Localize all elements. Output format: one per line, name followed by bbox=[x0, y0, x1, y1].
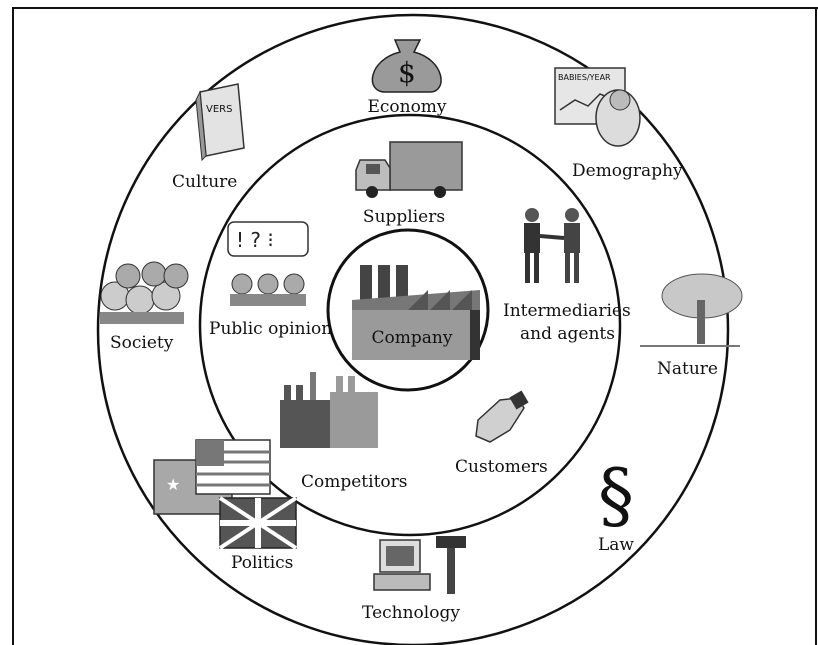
chart-baby-icon: BABIES/YEAR bbox=[554, 67, 641, 147]
competitors-label: Competitors bbox=[301, 472, 408, 492]
hand-icon bbox=[475, 390, 529, 443]
money-bag-icon: $ bbox=[371, 39, 442, 93]
book-title: VERS bbox=[206, 104, 232, 115]
money-bag-symbol: $ bbox=[398, 56, 416, 89]
technology-label: Technology bbox=[362, 603, 460, 623]
intermediaries-label-line2: and agents bbox=[520, 324, 615, 344]
speech-bubbles-icon: ! ? ⁝ bbox=[227, 221, 309, 257]
svg-text:★: ★ bbox=[166, 475, 180, 494]
crowd-people-icon bbox=[230, 273, 306, 306]
truck-icon bbox=[355, 141, 463, 198]
tree-icon bbox=[640, 273, 743, 347]
culture-label: Culture bbox=[172, 172, 237, 192]
flags-icon: ★ bbox=[153, 439, 298, 550]
competitor-factories-icon bbox=[280, 372, 378, 448]
chart-caption: BABIES/YEAR bbox=[558, 73, 611, 82]
svg-text:! ? ⁝: ! ? ⁝ bbox=[236, 228, 274, 252]
inner-ring bbox=[326, 228, 490, 392]
computer-icon bbox=[373, 539, 431, 591]
company-label: Company bbox=[372, 328, 453, 348]
book-icon: VERS bbox=[195, 83, 245, 162]
nature-label: Nature bbox=[657, 359, 718, 379]
politics-label: Politics bbox=[231, 553, 293, 573]
factory-icon bbox=[352, 265, 480, 360]
outer-ring bbox=[96, 13, 730, 645]
public-opinion-label: Public opinion bbox=[209, 319, 332, 339]
law-label: Law bbox=[598, 535, 634, 555]
society-label: Society bbox=[110, 333, 174, 353]
handshake-icon bbox=[524, 208, 580, 283]
middle-ring bbox=[198, 113, 622, 537]
hammer-icon bbox=[436, 536, 466, 594]
suppliers-label: Suppliers bbox=[363, 207, 445, 227]
intermediaries-label-line1: Intermediaries bbox=[503, 301, 631, 321]
crowd-icon bbox=[100, 261, 189, 324]
section-sign-icon: § bbox=[598, 453, 634, 537]
economy-label: Economy bbox=[367, 97, 446, 117]
demography-label: Demography bbox=[572, 161, 683, 181]
customers-label: Customers bbox=[455, 457, 548, 477]
